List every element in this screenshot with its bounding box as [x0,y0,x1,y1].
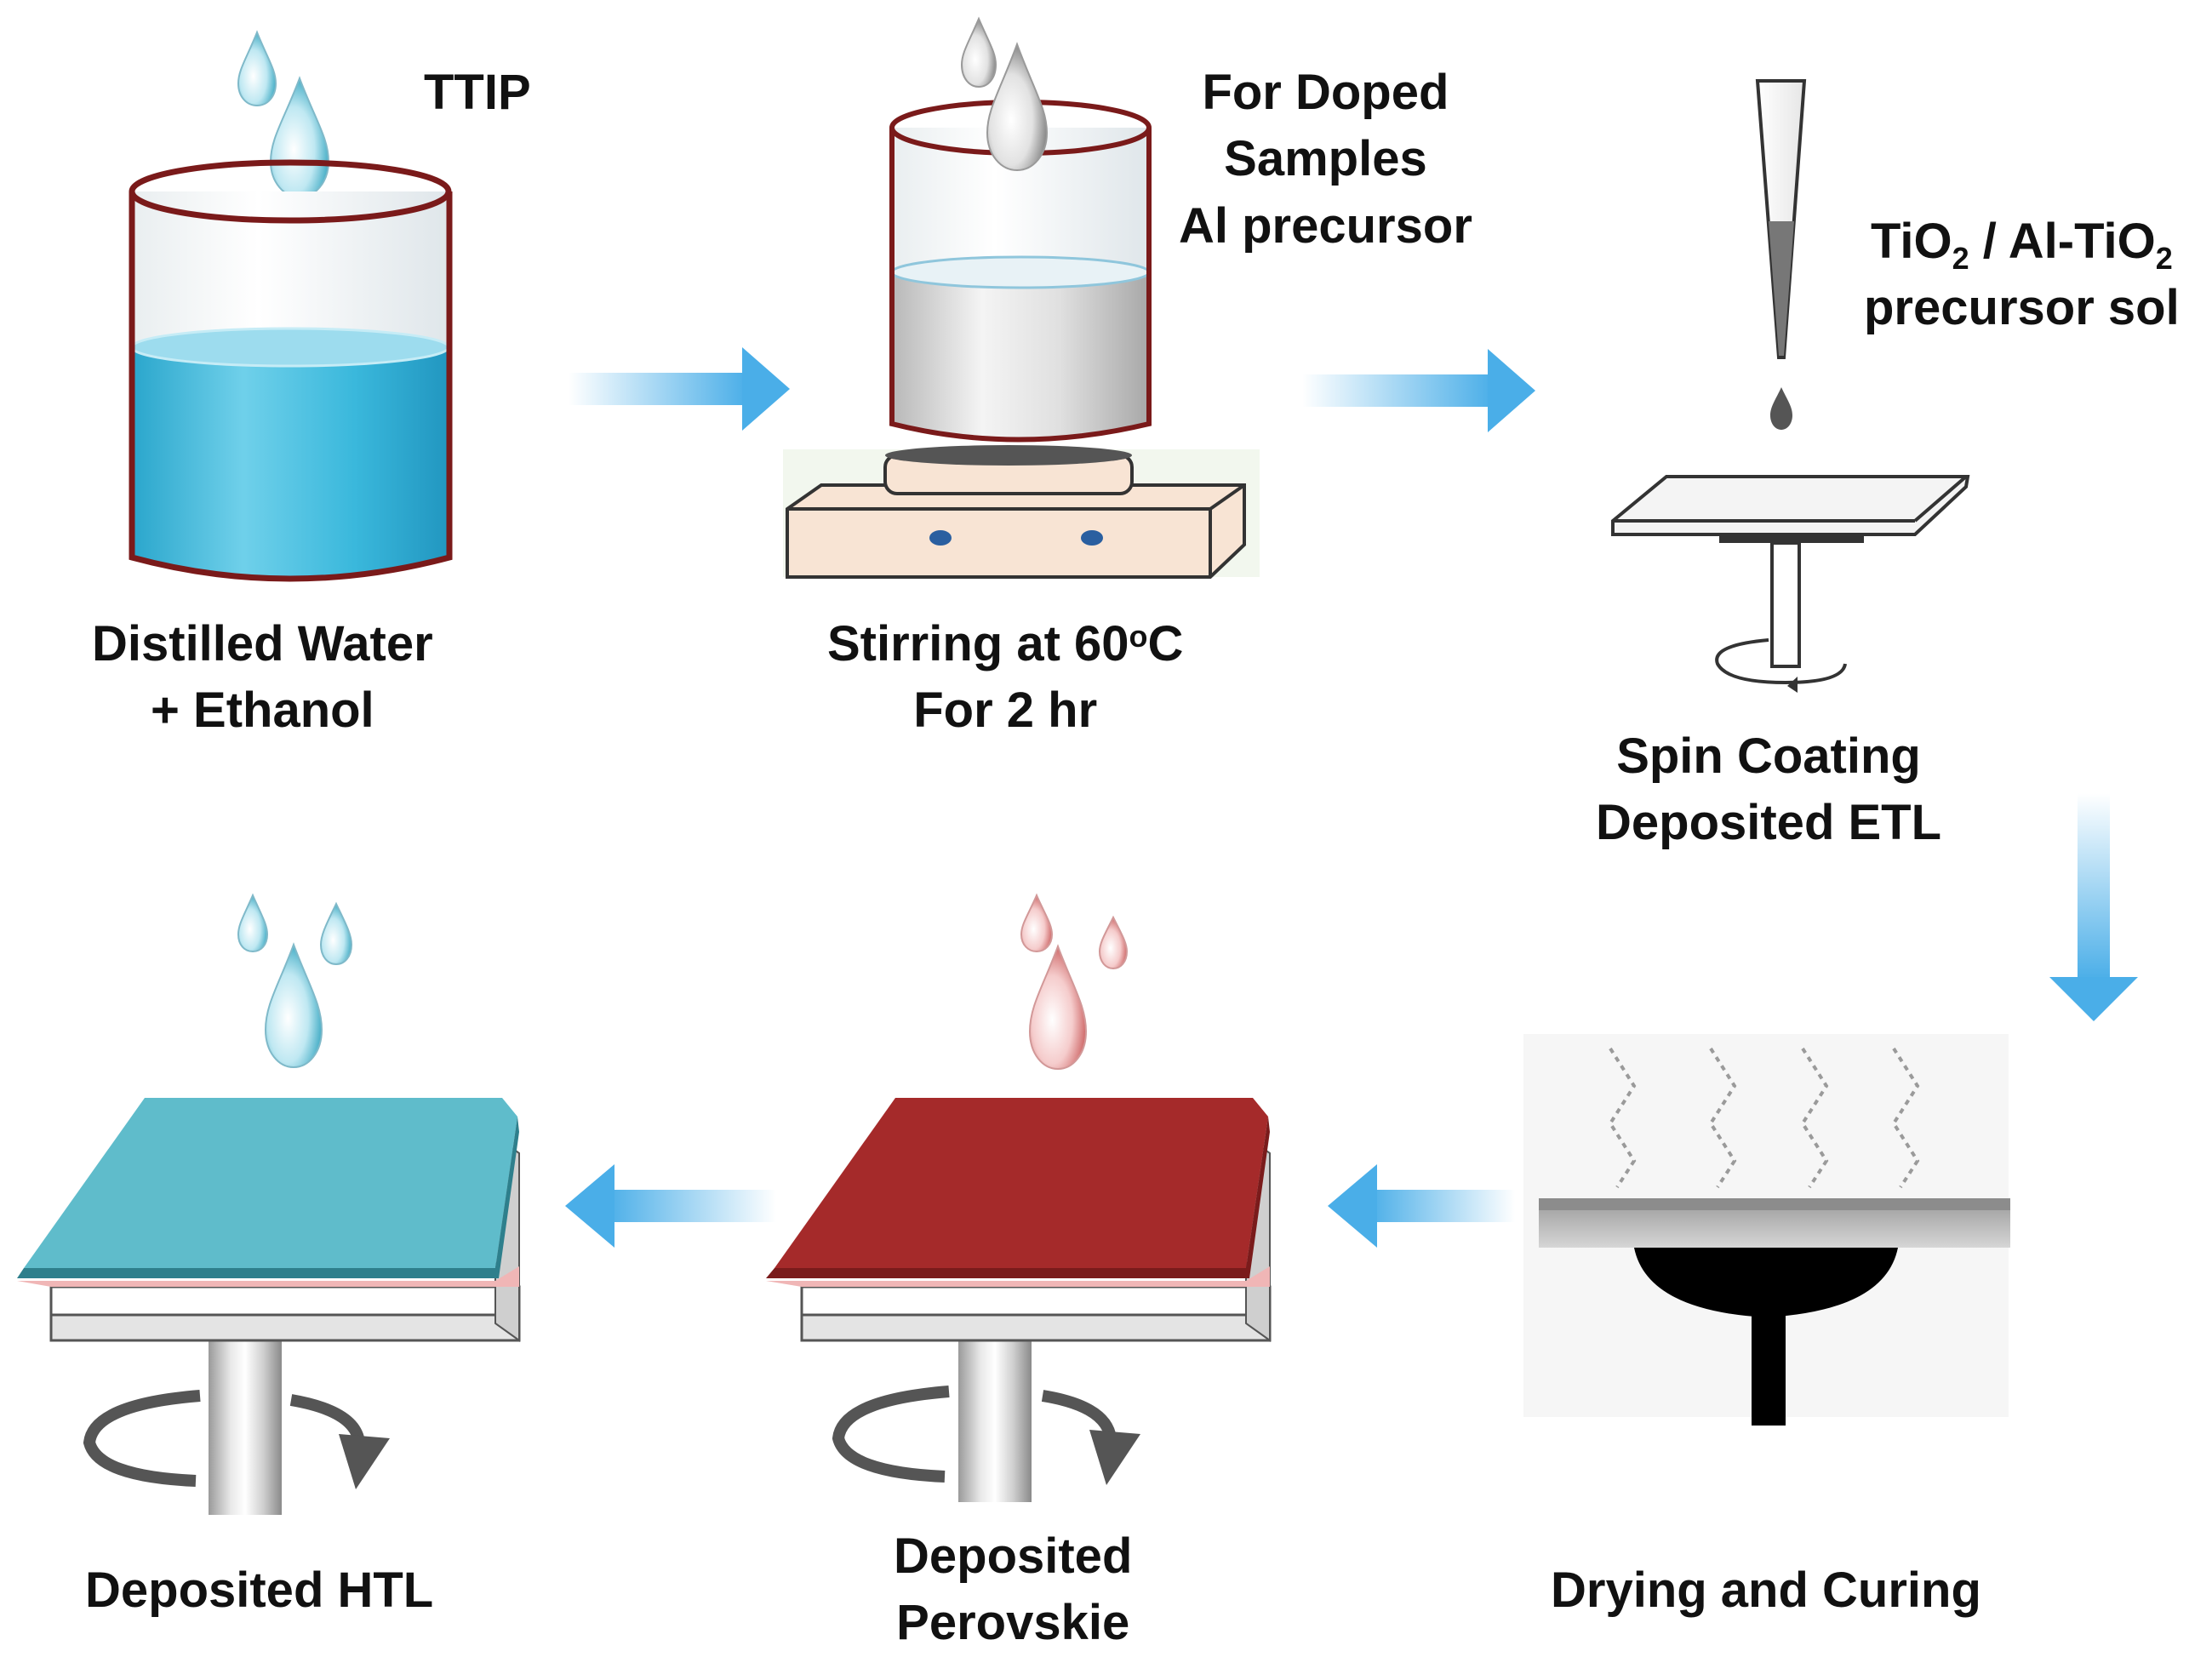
spin-coater-icon [766,893,1272,1502]
rotation-arrow-icon [832,1386,950,1483]
stirring-label: Stirring at 60oC For 2 hr [827,611,1183,745]
rotation-arrow-icon [83,1390,201,1487]
flow-arrow-icon [1302,349,1535,432]
hotplate-icon [783,445,1260,579]
drying-curing-label: Drying and Curing [1551,1563,1981,1618]
spin-coater-icon [1611,475,1970,693]
flow-arrow-icon [565,1164,776,1248]
droplet-icon [1020,893,1054,953]
heater-icon [1523,1034,2010,1426]
droplet-icon [986,42,1049,172]
flow-arrow-icon [1328,1164,1515,1248]
ttip-label: TTIP [424,65,531,120]
beaker-icon [129,30,453,582]
droplet-icon [269,76,330,199]
precursor-sol-label: TiO2 / Al-TiO2 precursor sol [1864,209,2180,342]
beaker-icon [889,16,1152,443]
spin-coater-icon [17,893,521,1515]
spin-coating-label: Spin Coating Deposited ETL [1596,729,1942,851]
flow-arrow-icon [2049,793,2138,1021]
droplet-icon [1028,944,1088,1071]
sol-formula: TiO2 / Al-TiO2 [1870,214,2173,276]
htl-label: Deposited HTL [85,1563,434,1618]
water-ethanol-label: Distilled Water + Ethanol [92,616,433,739]
droplet-icon [1770,387,1792,430]
pipette-icon [1755,79,1807,430]
droplet-icon [319,901,353,966]
droplet-icon [960,16,997,89]
droplet-icon [237,30,277,107]
perovskite-label: Deposited Perovskie [894,1528,1133,1651]
stirring-temp: Stirring at 60oC [827,616,1184,671]
droplet-icon [1098,915,1129,970]
doped-label: For Doped Samples Al precursor [1179,65,1472,254]
rotation-arrow-icon [1715,638,1847,685]
droplet-icon [264,942,323,1069]
flow-arrow-icon [569,347,790,431]
droplet-icon [237,893,269,953]
